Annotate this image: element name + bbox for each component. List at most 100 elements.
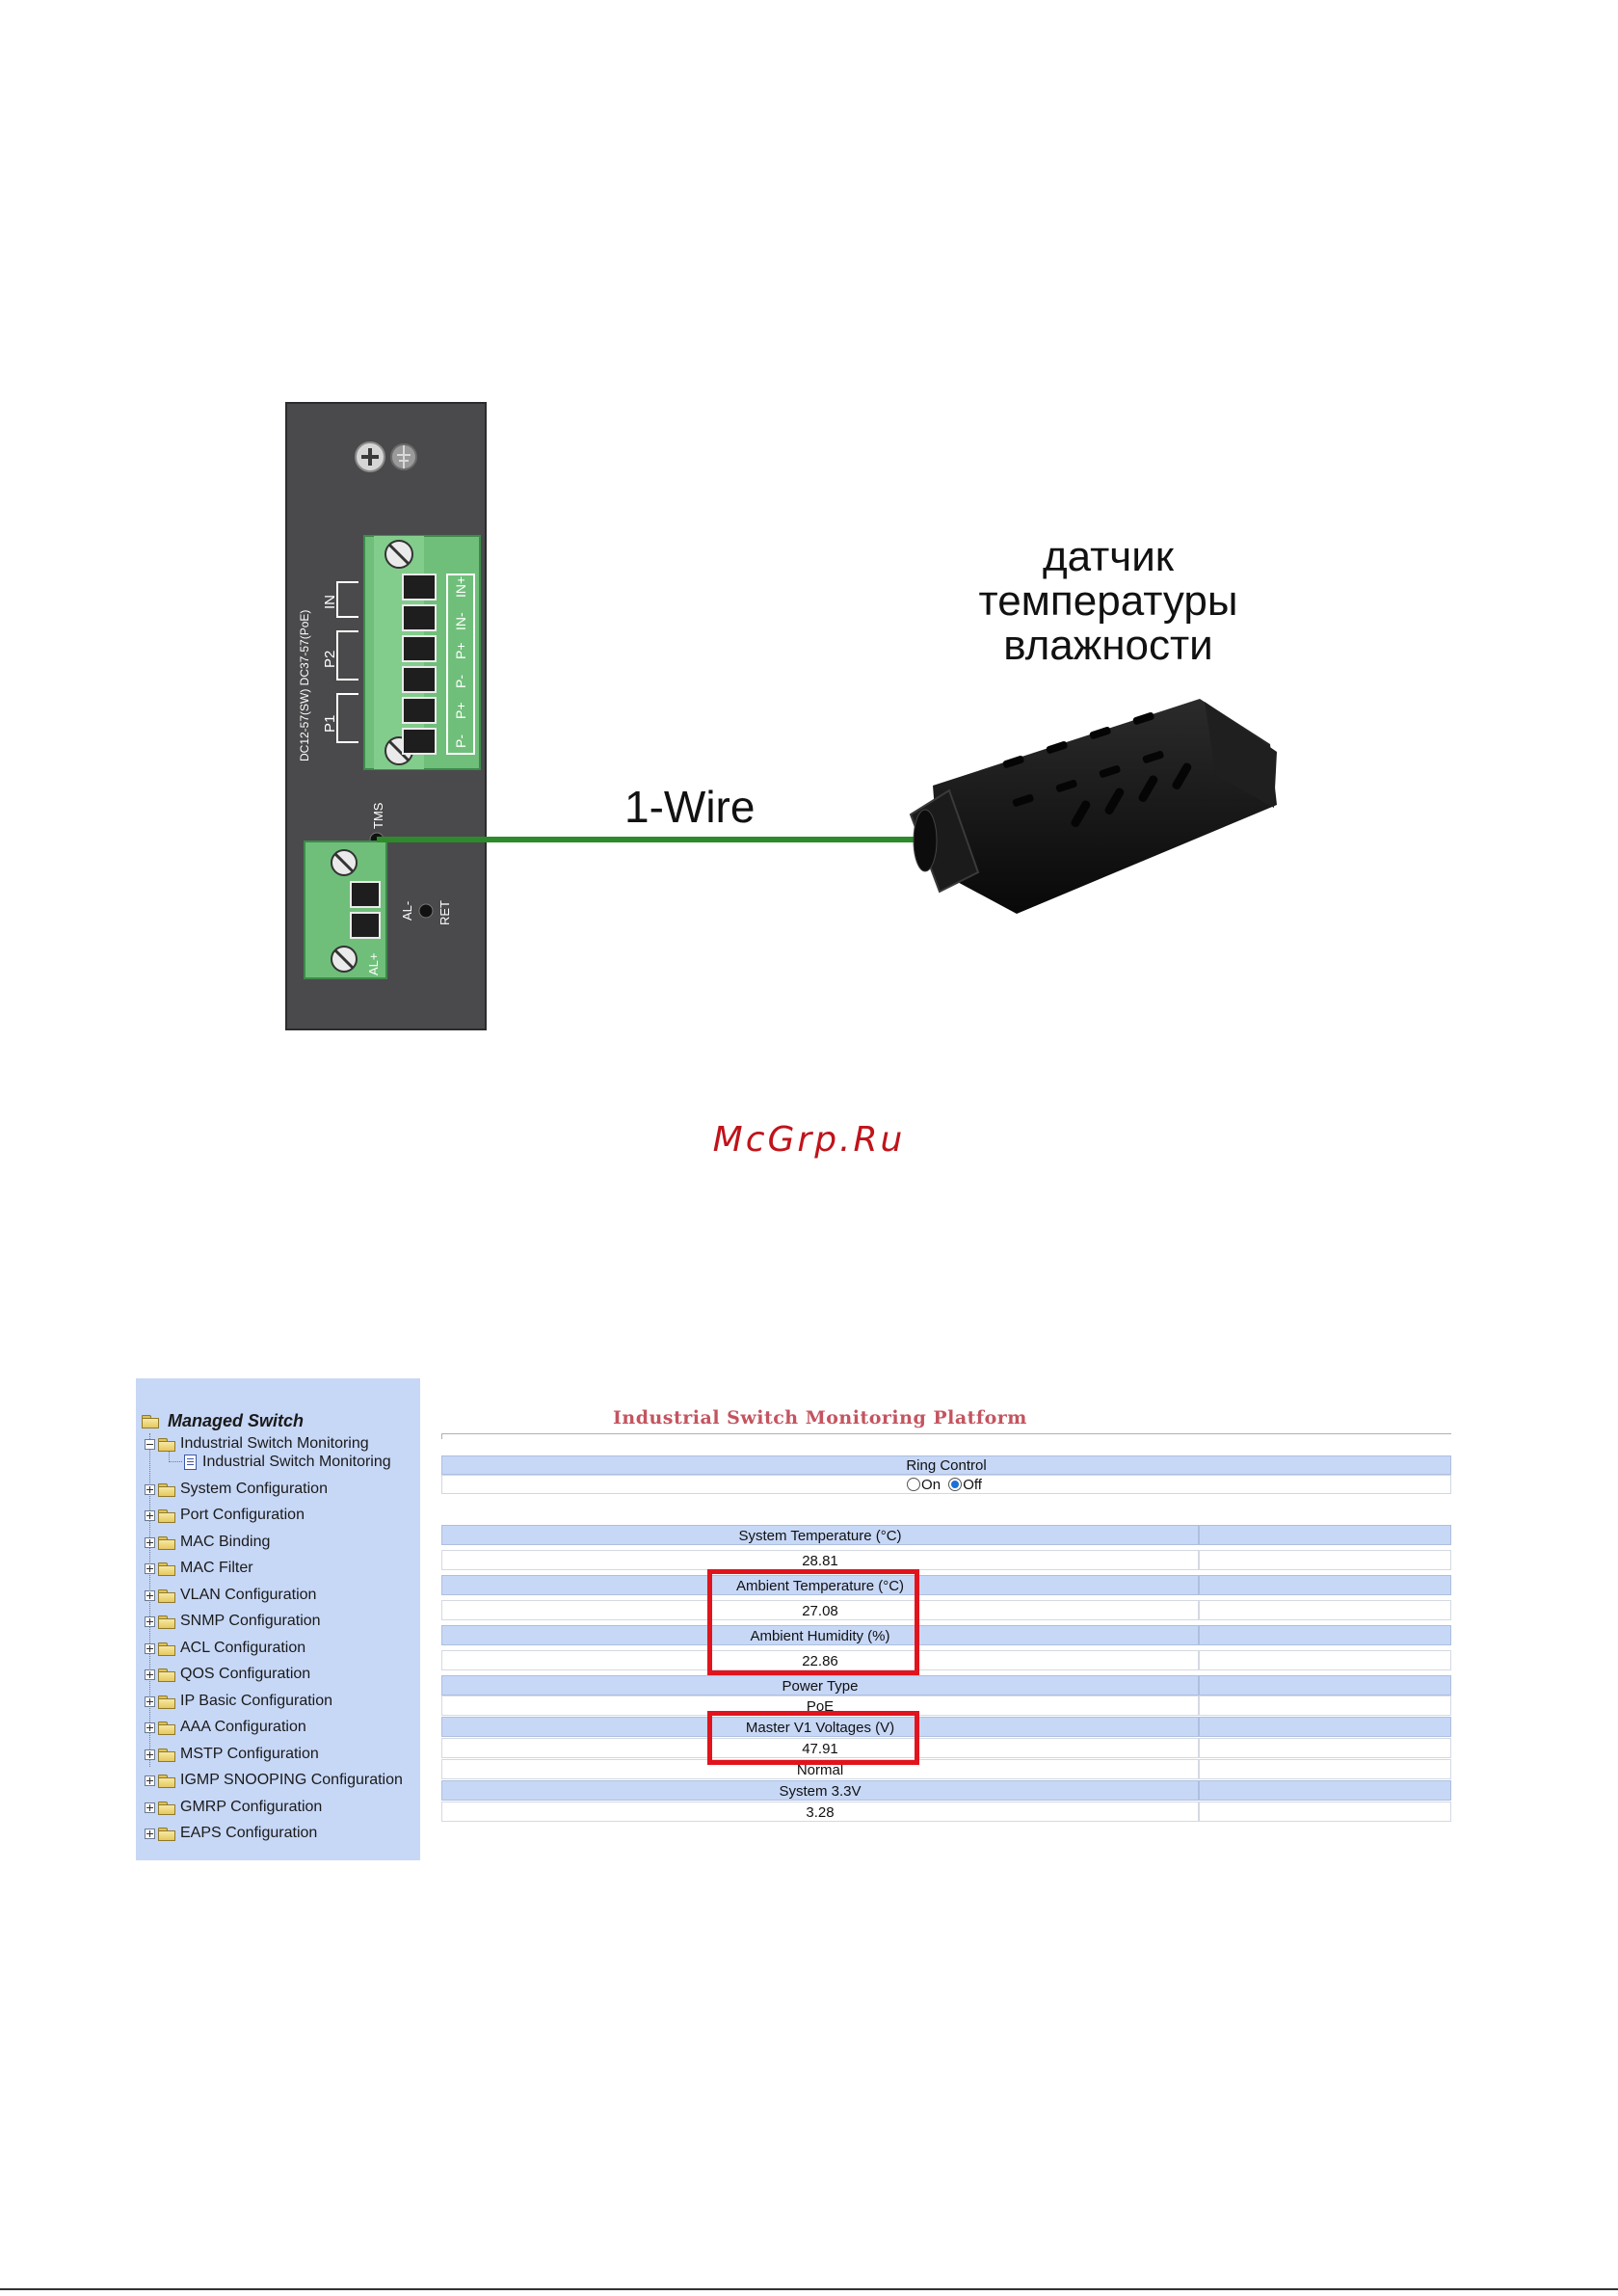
table-header-cell	[1199, 1525, 1451, 1545]
sidebar-item-mstp-configuration[interactable]: MSTP Configuration	[145, 1745, 319, 1764]
sidebar-item-label: SNMP Configuration	[180, 1613, 321, 1629]
expand-icon[interactable]	[145, 1562, 155, 1574]
sidebar-item-system-configuration[interactable]: System Configuration	[145, 1480, 328, 1499]
expand-icon[interactable]	[145, 1615, 155, 1627]
tree-connector	[169, 1461, 182, 1462]
sidebar-item-label: AAA Configuration	[180, 1719, 306, 1735]
svg-text:AL-: AL-	[400, 901, 414, 921]
collapse-icon[interactable]	[145, 1438, 155, 1450]
svg-text:RET: RET	[438, 900, 452, 925]
expand-icon[interactable]	[145, 1536, 155, 1548]
folder-icon	[158, 1615, 175, 1629]
power-type-header: Power Type	[441, 1675, 1199, 1695]
sidebar-item-industrial-switch-monitoring[interactable]: Industrial Switch Monitoring	[145, 1434, 369, 1454]
sidebar-item-port-configuration[interactable]: Port Configuration	[145, 1506, 305, 1525]
ring-control-header: Ring Control	[441, 1455, 1451, 1475]
sidebar-item-vlan-configuration[interactable]: VLAN Configuration	[145, 1586, 316, 1605]
sidebar-item-eaps-configuration[interactable]: EAPS Configuration	[145, 1824, 317, 1843]
folder-icon	[158, 1774, 175, 1788]
title-divider-tick	[441, 1433, 442, 1439]
open-folder-icon	[142, 1415, 159, 1428]
svg-text:TMS: TMS	[371, 802, 385, 829]
sidebar-item-label: MAC Filter	[180, 1560, 253, 1576]
sidebar-item-label: MAC Binding	[180, 1534, 271, 1550]
system-3v3-header: System 3.3V	[441, 1780, 1199, 1801]
sidebar-item-acl-configuration[interactable]: ACL Configuration	[145, 1639, 305, 1658]
sidebar-item-label: EAPS Configuration	[180, 1825, 318, 1841]
sidebar-item-qos-configuration[interactable]: QOS Configuration	[145, 1665, 310, 1684]
expand-icon[interactable]	[145, 1509, 155, 1521]
sidebar-item-label: GMRP Configuration	[180, 1799, 323, 1815]
folder-icon	[158, 1589, 175, 1603]
expand-icon[interactable]	[145, 1749, 155, 1760]
sidebar-item-label: IGMP SNOOPING Configuration	[180, 1772, 403, 1788]
watermark: McGrp.Ru	[712, 1120, 906, 1160]
table-cell	[1199, 1802, 1451, 1822]
folder-icon	[158, 1801, 175, 1815]
svg-text:IN: IN	[322, 595, 338, 609]
table-cell	[1199, 1600, 1451, 1620]
folder-icon	[158, 1695, 175, 1709]
svg-text:P2: P2	[322, 651, 338, 668]
master-v1-voltages-header: Master V1 Voltages (V)	[441, 1717, 1199, 1737]
ring-on-label: On	[921, 1477, 942, 1493]
folder-icon	[158, 1508, 175, 1523]
system-3v3-value: 3.28	[441, 1802, 1199, 1822]
master-v1-voltages-value: 47.91	[441, 1738, 1199, 1758]
expand-icon[interactable]	[145, 1483, 155, 1495]
sidebar-item-snmp-configuration[interactable]: SNMP Configuration	[145, 1612, 321, 1631]
temperature-humidity-sensor-icon	[909, 699, 1277, 914]
wiring-diagram-graphic: P- P+ P- P+ IN- IN+ P1 P2 IN DC12-57(SW)…	[285, 402, 1277, 1030]
table-header-cell	[1199, 1575, 1451, 1595]
page-icon	[184, 1455, 197, 1470]
svg-text:P1: P1	[322, 715, 338, 733]
highlight-box-ambient	[707, 1569, 919, 1675]
expand-icon[interactable]	[145, 1828, 155, 1839]
ambient-humidity-header: Ambient Humidity (%)	[441, 1625, 1199, 1645]
system-temperature-header: System Temperature (°C)	[441, 1525, 1199, 1545]
expand-icon[interactable]	[145, 1669, 155, 1680]
sensor-caption-line: датчик	[1042, 533, 1175, 580]
expand-icon[interactable]	[145, 1642, 155, 1654]
wire-label: 1-Wire	[624, 782, 756, 832]
wiring-diagram: P- P+ P- P+ IN- IN+ P1 P2 IN DC12-57(SW)…	[0, 0, 1618, 1060]
expand-icon[interactable]	[145, 1775, 155, 1786]
ground-symbol-icon	[355, 441, 417, 472]
expand-icon[interactable]	[145, 1802, 155, 1813]
ring-off-radio[interactable]	[948, 1478, 963, 1491]
sidebar-item-industrial-switch-monitoring-page[interactable]: Industrial Switch Monitoring	[184, 1453, 391, 1472]
folder-icon	[158, 1721, 175, 1735]
folder-icon	[158, 1748, 175, 1762]
expand-icon[interactable]	[145, 1722, 155, 1733]
table-cell	[1199, 1738, 1451, 1758]
folder-icon	[158, 1482, 175, 1497]
tree-root[interactable]: Managed Switch	[142, 1411, 304, 1431]
tree-connector	[169, 1443, 170, 1462]
open-folder-icon	[158, 1437, 175, 1452]
sidebar-item-mac-binding[interactable]: MAC Binding	[145, 1533, 270, 1552]
title-divider	[441, 1433, 1451, 1434]
switch-web-ui-screenshot: Managed Switch Industrial Switch Monitor…	[136, 1378, 1451, 1860]
sidebar-item-ip-basic-configuration[interactable]: IP Basic Configuration	[145, 1692, 332, 1711]
table-header-cell	[1199, 1675, 1451, 1695]
ambient-temperature-header: Ambient Temperature (°C)	[441, 1575, 1199, 1595]
sidebar-item-igmp-snooping-configuration[interactable]: IGMP SNOOPING Configuration	[145, 1771, 403, 1790]
table-header-cell	[1199, 1780, 1451, 1801]
svg-text:P+: P+	[453, 642, 468, 659]
sidebar-item-aaa-configuration[interactable]: AAA Configuration	[145, 1718, 306, 1737]
page-title: Industrial Switch Monitoring Platform	[613, 1407, 1027, 1428]
ring-on-radio[interactable]	[907, 1478, 921, 1491]
expand-icon[interactable]	[145, 1589, 155, 1601]
sidebar-item-label: Industrial Switch Monitoring	[202, 1454, 391, 1470]
ambient-temperature-value: 27.08	[441, 1600, 1199, 1620]
sidebar-item-gmrp-configuration[interactable]: GMRP Configuration	[145, 1798, 322, 1817]
svg-text:P-: P-	[453, 734, 468, 748]
sidebar-item-mac-filter[interactable]: MAC Filter	[145, 1559, 253, 1578]
folder-icon	[158, 1642, 175, 1656]
ambient-humidity-value: 22.86	[441, 1650, 1199, 1670]
sidebar-item-label: IP Basic Configuration	[180, 1693, 333, 1709]
expand-icon[interactable]	[145, 1695, 155, 1707]
table-header-cell	[1199, 1717, 1451, 1737]
sensor-caption-line: температуры	[978, 577, 1238, 625]
folder-icon	[158, 1827, 175, 1841]
